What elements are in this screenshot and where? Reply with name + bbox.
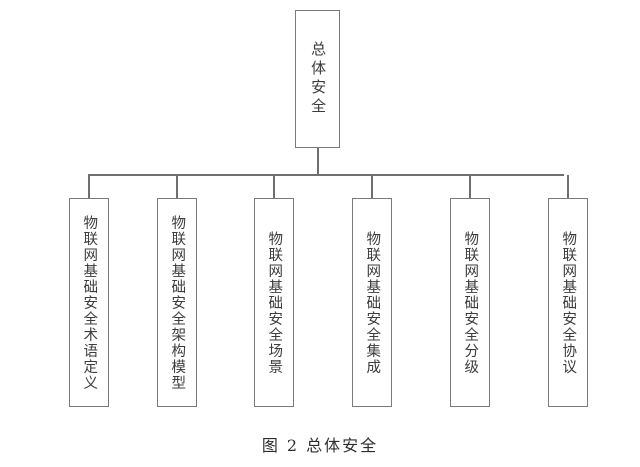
node-child-terminology-definition[interactable]: 物联网基础安全术语定义	[69, 198, 109, 407]
node-child-label: 物联网基础安全分级	[462, 230, 479, 375]
node-child-protocol[interactable]: 物联网基础安全协议	[548, 198, 588, 407]
connector-drop-3	[273, 175, 275, 198]
node-child-label: 物联网基础安全架构模型	[169, 214, 186, 391]
node-child-label: 物联网基础安全集成	[364, 230, 381, 375]
connector-root-stem	[317, 148, 319, 175]
node-child-architecture-model[interactable]: 物联网基础安全架构模型	[157, 198, 197, 407]
node-child-scenarios[interactable]: 物联网基础安全场景	[254, 198, 294, 407]
connector-drop-6	[567, 175, 569, 198]
connector-drop-4	[371, 175, 373, 198]
figure-caption: 图 2 总体安全	[261, 436, 379, 455]
connector-drop-1	[88, 175, 90, 198]
connector-drop-2	[176, 175, 178, 198]
connector-drop-5	[469, 175, 471, 198]
node-child-label: 物联网基础安全场景	[266, 230, 283, 375]
node-child-label: 物联网基础安全术语定义	[81, 214, 98, 391]
node-root-overall-security[interactable]: 总体安全	[295, 10, 340, 148]
node-child-grading[interactable]: 物联网基础安全分级	[450, 198, 490, 407]
node-root-label: 总体安全	[309, 41, 328, 117]
node-child-label: 物联网基础安全协议	[560, 230, 577, 375]
connector-horizontal-bus	[88, 174, 564, 176]
node-child-integration[interactable]: 物联网基础安全集成	[352, 198, 392, 407]
